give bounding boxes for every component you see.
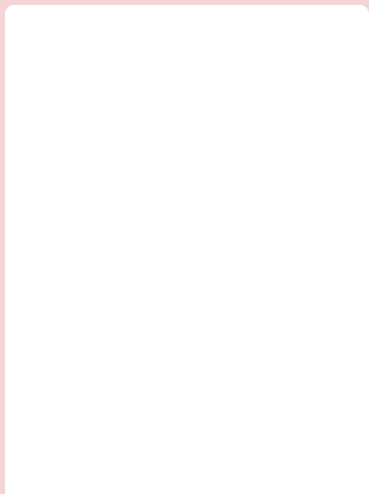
- illustration-panel: [5, 5, 369, 494]
- body-fill: [5, 5, 369, 494]
- human-body-icon: [5, 5, 369, 494]
- water-portion: [5, 5, 369, 494]
- empty-portion: [5, 5, 369, 162]
